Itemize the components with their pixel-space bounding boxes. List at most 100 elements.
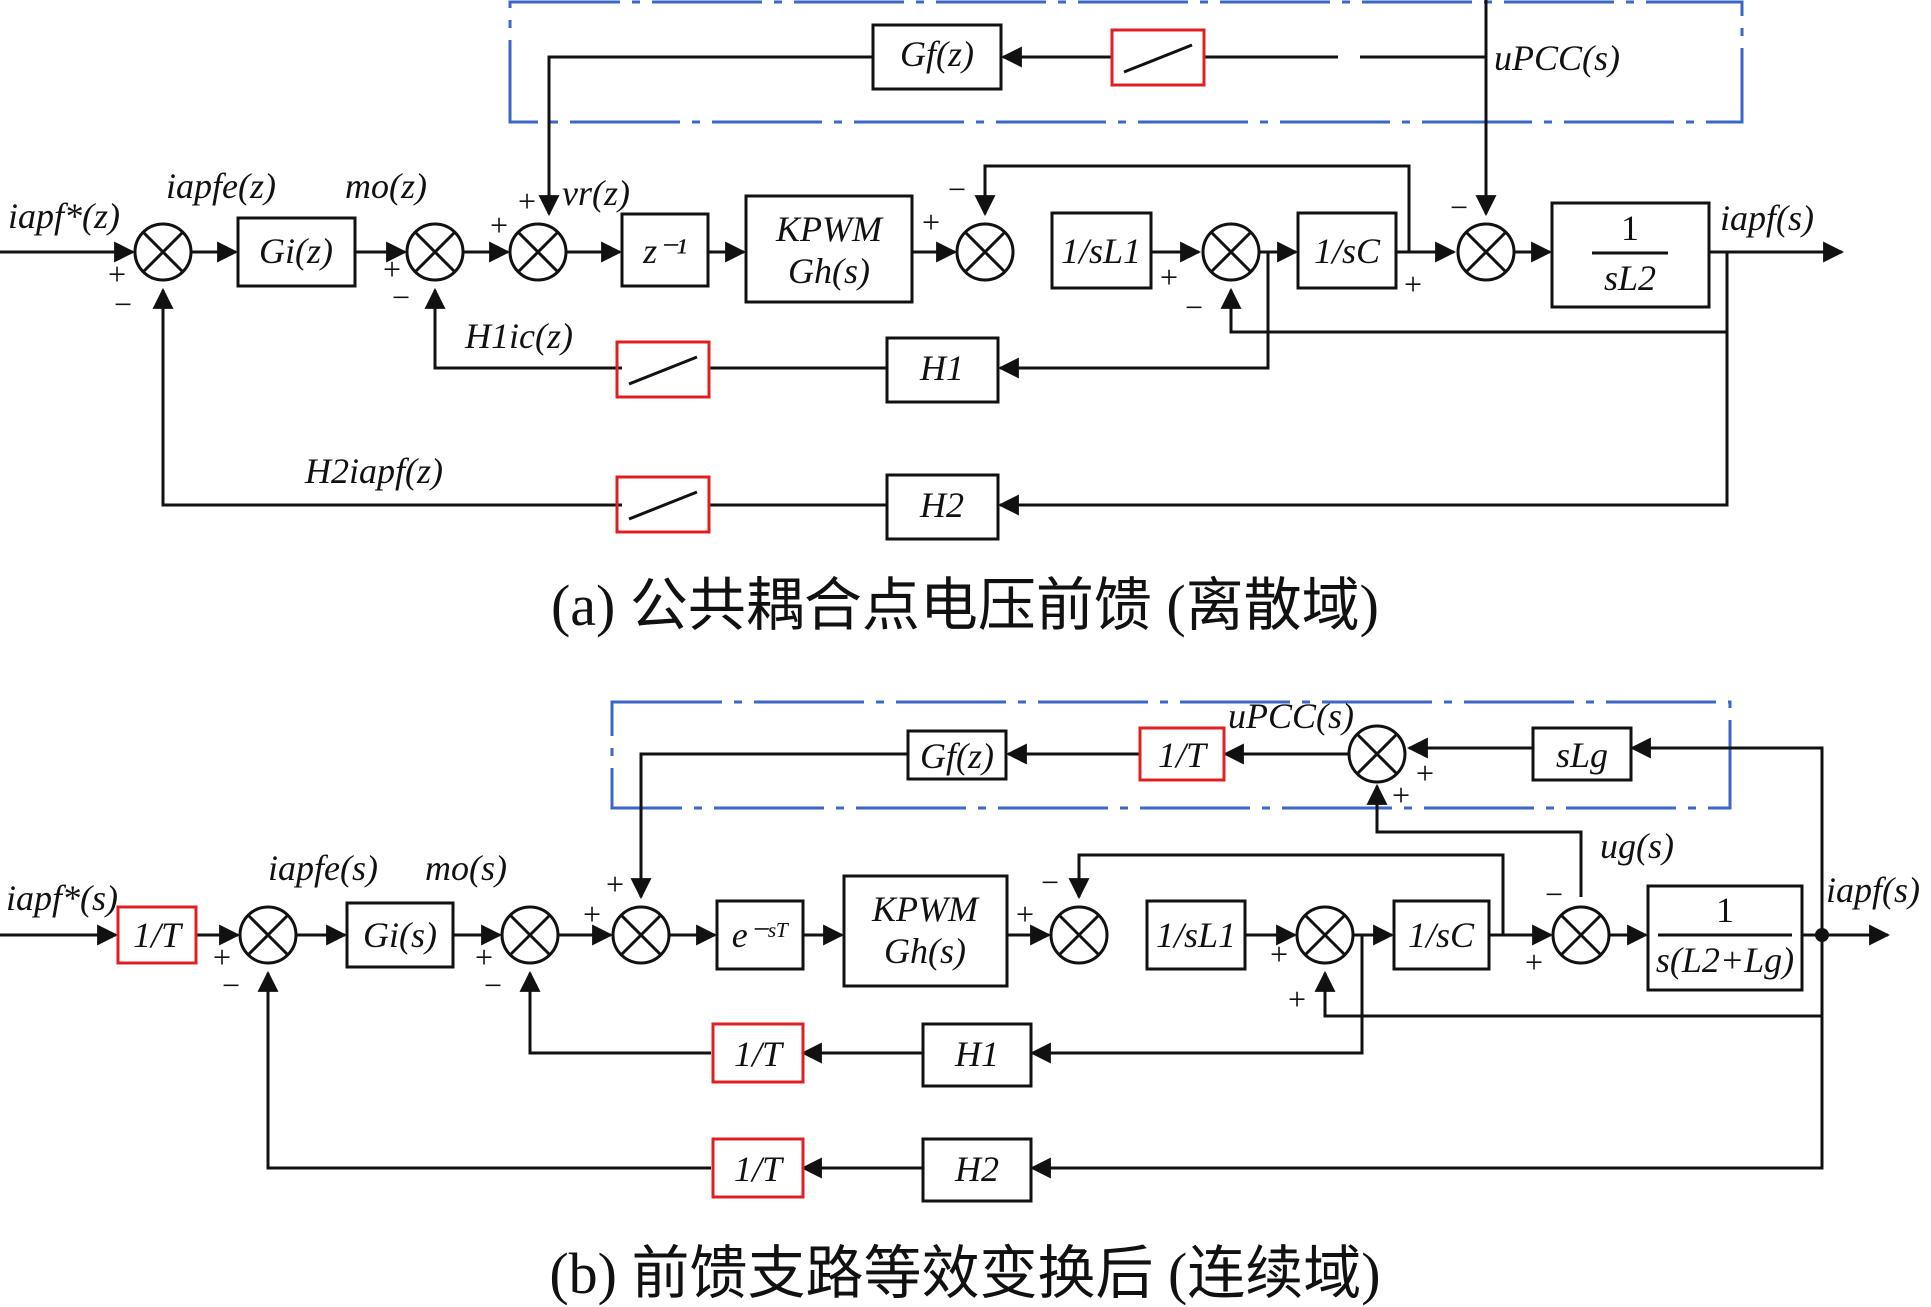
t-in-box: [116, 905, 198, 965]
upcc-label-a: uPCC(s): [1494, 38, 1620, 78]
h1-label-b: H1: [954, 1034, 999, 1074]
l1-label-a: 1/sL1: [1061, 231, 1141, 271]
gh-label-b: Gh(s): [884, 931, 966, 971]
sum-junction-b4: [1049, 905, 1109, 965]
sign-plus: +: [1160, 259, 1178, 295]
sum-junction-ff: [1347, 724, 1407, 784]
h1ic-label: H1ic(z): [464, 316, 573, 356]
iapfe-label-b: iapfe(s): [268, 848, 378, 888]
sum-junction-a5: [1201, 222, 1261, 282]
sign-plus: +: [1016, 896, 1034, 932]
delay-label: e⁻ˢᵀ: [732, 915, 790, 955]
sign-plus: +: [383, 251, 401, 287]
feedforward-frame-b: [610, 700, 1732, 810]
l1-block-b: [1145, 899, 1247, 971]
t-h2-label: 1/T: [734, 1149, 785, 1189]
upcc-label-b: uPCC(s): [1228, 696, 1354, 736]
h1-label-a: H1: [919, 348, 964, 388]
l2-den-a: sL2: [1604, 258, 1656, 298]
switch-box-h1-a: [615, 340, 711, 399]
vr-label: vr(z): [562, 173, 630, 213]
gi-label-b: Gi(s): [363, 915, 437, 955]
sum-junction-a6: [1456, 222, 1516, 282]
gi-label-a: Gi(z): [259, 231, 333, 271]
mo-label-b: mo(s): [425, 848, 507, 888]
gf-block-a: [871, 23, 1003, 91]
iapf-out-label-b: iapf(s): [1826, 870, 1920, 910]
sign-minus: −: [1545, 876, 1563, 912]
h2-block-a: [885, 473, 1000, 541]
lt-block: [1646, 884, 1804, 992]
kpwm-label-a: KPWM: [775, 209, 884, 249]
sum-junction-a1: [133, 222, 193, 282]
slg-label: sLg: [1556, 735, 1608, 775]
lt-den: s(L2+Lg): [1656, 940, 1794, 980]
kpwm-block-b: [842, 874, 1009, 988]
l2-block-a: [1550, 201, 1711, 309]
t-h2-box: [711, 1137, 805, 1199]
ug-label: ug(s): [1600, 826, 1674, 866]
c-label-a: 1/sC: [1314, 231, 1381, 271]
sign-plus: +: [922, 204, 940, 240]
iapf-out-label-a: iapf(s): [1720, 198, 1814, 238]
switch-icon: [628, 355, 698, 386]
caption-b: (b) 前馈支路等效变换后 (连续域): [549, 1241, 1380, 1306]
h2-block-b: [921, 1137, 1033, 1203]
gf-block-b: [906, 729, 1008, 781]
sign-plus: +: [1288, 981, 1306, 1017]
sum-junction-b5: [1295, 905, 1355, 965]
sum-junction-b6: [1551, 905, 1611, 965]
zinv-label: z⁻¹: [642, 231, 687, 271]
kpwm-label-b: KPWM: [871, 889, 980, 929]
kpwm-block-a: [744, 194, 914, 304]
mo-label-a: mo(z): [345, 166, 427, 206]
sign-plus: +: [1404, 266, 1422, 302]
iapf-ref-label-a: iapf*(z): [8, 196, 120, 236]
sum-junction-b3: [611, 905, 671, 965]
sign-plus: +: [1392, 777, 1410, 813]
gh-label-a: Gh(s): [788, 251, 870, 291]
zinv-block: [620, 212, 710, 288]
sign-plus: +: [213, 939, 231, 975]
sign-minus: −: [948, 171, 966, 207]
sign-minus: −: [1450, 189, 1468, 225]
gf-label-b: Gf(z): [920, 736, 994, 776]
slg-block: [1531, 726, 1633, 782]
sign-plus: +: [1525, 944, 1543, 980]
sign-plus: +: [606, 866, 624, 902]
c-block-a: [1296, 211, 1398, 290]
sum-junction-a2: [405, 222, 465, 282]
caption-a: (a) 公共耦合点电压前馈 (离散域): [551, 573, 1379, 638]
t-ff-box: [1138, 726, 1226, 782]
sign-plus: +: [475, 939, 493, 975]
sign-plus: +: [583, 896, 601, 932]
sum-junction-a4: [955, 222, 1015, 282]
sign-minus: −: [114, 286, 132, 322]
sum-junction-b1: [238, 905, 298, 965]
sign-minus: −: [1185, 289, 1203, 325]
sum-junction-a3: [508, 222, 568, 282]
sign-plus: +: [1416, 755, 1434, 791]
gi-block-b: [345, 901, 455, 969]
h2iapf-label: H2iapf(z): [304, 451, 443, 491]
l1-label-b: 1/sL1: [1156, 915, 1236, 955]
diagram-a: Gf(z) Gi(z) z⁻¹ KPWM Gh(s) 1/sL1 1/sC 1 …: [0, 0, 1845, 638]
sign-plus: +: [108, 256, 126, 292]
sign-minus: −: [484, 967, 502, 1003]
t-ff-label: 1/T: [1158, 735, 1209, 775]
h2-label-b: H2: [954, 1149, 999, 1189]
switch-box-ff-a: [1110, 28, 1206, 87]
sign-plus: +: [490, 207, 508, 243]
feedforward-frame-a: [508, 0, 1744, 124]
lt-num: 1: [1716, 890, 1734, 930]
gf-label-a: Gf(z): [900, 34, 974, 74]
sign-minus: −: [222, 967, 240, 1003]
sum-junction-b2: [500, 905, 560, 965]
iapf-ref-label-b: iapf*(s): [6, 878, 118, 918]
sign-minus: −: [392, 279, 410, 315]
sign-minus: −: [1041, 864, 1059, 900]
delay-block: [715, 899, 805, 971]
c-label-b: 1/sC: [1408, 915, 1475, 955]
h1-block-b: [921, 1022, 1033, 1088]
